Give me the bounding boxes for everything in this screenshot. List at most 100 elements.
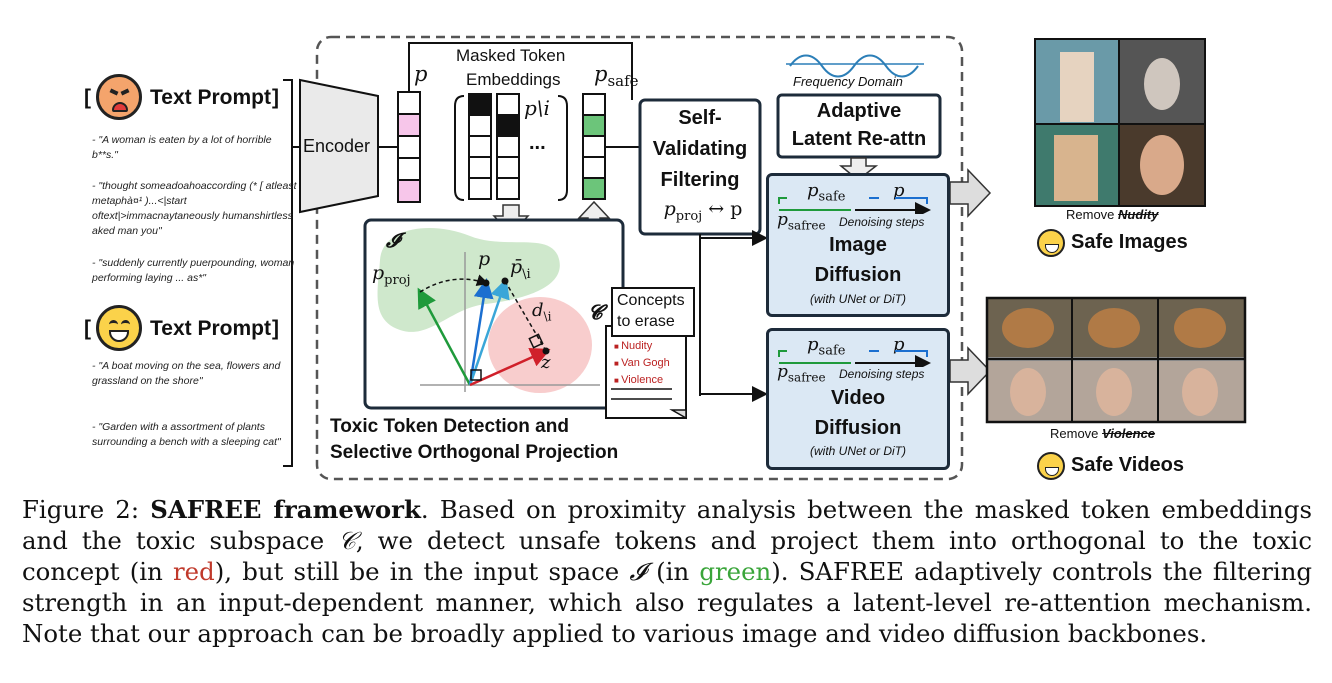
video-p-safree: psafree [777, 362, 826, 384]
p-label: p [414, 62, 428, 86]
safe-images-label: Safe Images [1071, 231, 1188, 253]
concept-violence-text: Violence [621, 374, 664, 386]
video-title-1: Video [830, 387, 886, 409]
toxic-example-1: - "A woman is eaten by a lot of horrible… [92, 134, 272, 161]
d-label-d: d [532, 300, 544, 321]
image-output-arrow [949, 168, 992, 218]
concept-vangogh-text: Van Gogh [621, 357, 670, 369]
formula-rest: ↔ p [702, 198, 743, 220]
figure-caption: Figure 2: SAFREE framework. Based on pro… [22, 494, 1312, 649]
toxic-subspace-label: 𝓒 [588, 300, 603, 324]
p-bar-label: p̄\i [510, 256, 531, 282]
image-p-safree: psafree [777, 210, 826, 232]
video-p-label: p [893, 334, 905, 355]
vector-z [469, 347, 551, 387]
concept-vangogh: ■ Van Gogh [614, 357, 670, 369]
safe-video-strips [985, 296, 1247, 424]
image-p-safree-p: p [777, 210, 788, 230]
frequency-wave [789, 54, 919, 78]
p-bar-p: p̄ [510, 256, 523, 278]
caption-bold: SAFREE framework [150, 495, 421, 524]
video-p-safree-p: p [777, 362, 788, 382]
projection-title-2: Selective Orthogonal Projection [330, 442, 619, 463]
safe-images-emoji-icon [1037, 229, 1065, 257]
safe-image-grid [1034, 38, 1206, 207]
formula-p: p [663, 198, 676, 220]
caption-part2: , we detect unsafe tokens and project th… [22, 526, 1312, 586]
p-bar-sub: \i [522, 266, 531, 282]
video-p-safe-label: psafe [807, 334, 845, 359]
toxic-prompt-label: Text Prompt [150, 86, 271, 109]
p-proj-label: pproj [372, 262, 411, 288]
encoder-label: Encoder [303, 136, 371, 156]
d-label-sub: \i [543, 309, 552, 324]
p-safe-p: p [594, 62, 608, 86]
encoder-shape [299, 78, 379, 214]
removed-nudity: Nudity [1118, 207, 1159, 222]
remove-violence-prefix: Remove [1050, 426, 1099, 441]
latent-line-1: Adaptive [816, 100, 902, 122]
video-diffusion-box: psafe p psafree Denoising steps Video Di… [766, 328, 950, 470]
vector-p-bar [468, 278, 510, 386]
toxic-emoji-icon [96, 74, 142, 120]
image-steps-label: Denoising steps [839, 215, 925, 229]
vector-p [468, 278, 494, 386]
video-steps-arrow [778, 350, 931, 367]
latent-reattn-box [776, 93, 942, 159]
image-subtitle: (with UNet or DiT) [809, 292, 906, 306]
image-diffusion-box: psafe p psafree Denoising steps Image Di… [766, 173, 950, 317]
concepts-note [605, 325, 687, 419]
safe-prompt-label: Text Prompt [150, 317, 271, 340]
caption-green: green [699, 557, 772, 586]
removed-violence: Violence [1102, 426, 1156, 441]
image-p-label: p [893, 180, 905, 201]
p-safe-sub: safe [607, 72, 639, 91]
caption-part1: . Based on proximity analysis between th… [22, 495, 1312, 555]
filtering-line-2: Validating [652, 138, 748, 160]
p-safe-token-vector [582, 93, 606, 200]
frequency-domain-label: Frequency Domain [793, 74, 903, 89]
safe-emoji-icon [96, 305, 142, 351]
image-p-safe-sub: safe [818, 189, 846, 205]
p-proj-p: p [372, 262, 385, 284]
framework-frame [315, 35, 964, 481]
z-label: z [541, 352, 551, 373]
p-mask-label: p\i [524, 96, 550, 120]
p-proj-sub: proj [384, 272, 411, 288]
video-p-safe-p: p [807, 334, 819, 355]
toxic-prompt-bracket-open: [ [84, 86, 91, 109]
safe-videos-emoji-icon [1037, 452, 1065, 480]
safe-prompt-bracket-open: [ [84, 317, 91, 340]
concept-nudity-text: Nudity [621, 340, 653, 352]
latent-line-2: Latent Re-attn [791, 128, 927, 150]
d-label: d\i [532, 300, 551, 324]
concepts-title-1: Concepts [617, 292, 685, 309]
video-p-safree-sub: safree [787, 370, 826, 385]
filtering-line-3: Filtering [660, 169, 740, 191]
image-steps-arrow [778, 197, 931, 214]
caption-C: 𝒞 [338, 526, 356, 555]
filtering-line-1: Self- [678, 107, 722, 129]
remove-nudity-prefix: Remove [1066, 207, 1115, 222]
masked-title-1: Masked Token [456, 46, 566, 65]
video-p-safe-sub: safe [818, 343, 846, 359]
toxic-example-2: - "thought someadoahoaccording (* [ atle… [92, 180, 297, 237]
safe-videos-label: Safe Videos [1071, 454, 1185, 476]
concepts-title-2: to erase [617, 313, 675, 330]
ellipsis: ... [529, 132, 546, 154]
filtering-formula: pproj ↔ p [648, 198, 758, 224]
toxic-example-3: - "suddenly currently puerpounding, woma… [92, 257, 295, 284]
video-output-arrow [949, 346, 992, 396]
vector-p-proj [417, 287, 472, 386]
caption-part4: (in [645, 557, 700, 586]
safe-example-2: - "Garden with a assortment of plants su… [92, 421, 281, 448]
masked-title-2: Embeddings [466, 70, 561, 89]
image-p-safree-sub: safree [787, 218, 826, 233]
diagram-canvas [283, 35, 1247, 481]
toxic-prompt-bracket-close: ] [272, 86, 279, 109]
remove-violence-label: Remove Violence [1050, 426, 1155, 441]
projection-title-1: Toxic Token Detection and [330, 416, 569, 437]
caption-red: red [173, 557, 215, 586]
p-token-vector [397, 91, 421, 203]
remove-nudity-label: Remove Nudity [1066, 207, 1159, 222]
